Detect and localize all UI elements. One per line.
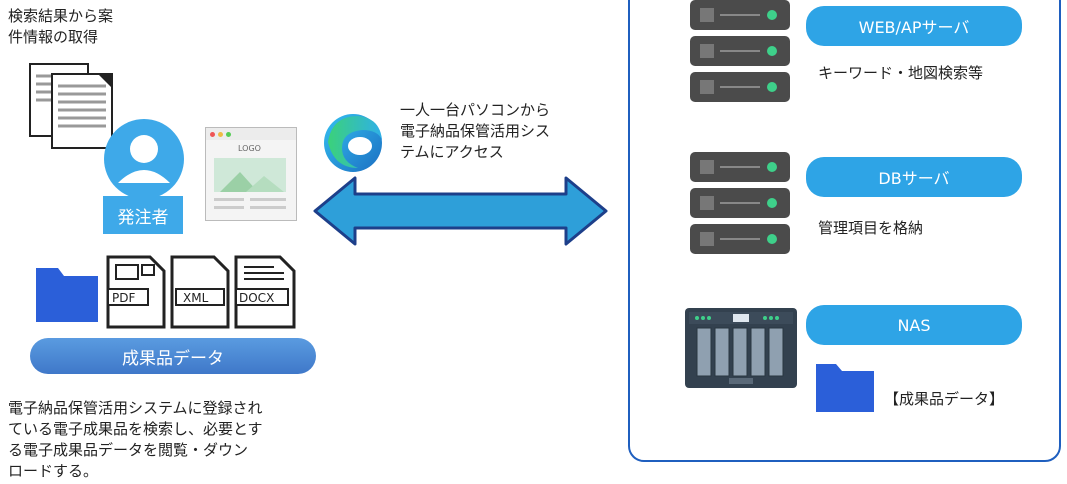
description-text: 電子納品保管活用システムに登録され ている電子成果品を検索し、必要とす る電子成…: [8, 399, 263, 480]
nas-label: NAS: [806, 305, 1022, 345]
deliverables-label: 成果品データ: [30, 338, 316, 374]
user-avatar-icon: [104, 119, 184, 199]
db-server-label: DBサーバ: [806, 157, 1022, 197]
search-note: 検索結果から案 件情報の取得: [8, 7, 114, 46]
edge-browser-icon: [324, 114, 382, 172]
xml-label: XML: [183, 291, 209, 305]
docx-label: DOCX: [239, 291, 274, 305]
docx-file-icon: DOCX: [234, 255, 296, 329]
logo-text: LOGO: [238, 144, 261, 153]
connection-note: 一人一台パソコンから 電子納品保管活用シス テムにアクセス: [400, 101, 551, 161]
nas-icon: [685, 308, 797, 388]
web-ap-server-label: WEB/APサーバ: [806, 6, 1022, 46]
db-server-caption: 管理項目を格納: [818, 219, 924, 237]
xml-file-icon: XML: [170, 255, 230, 329]
documents-icon: [29, 63, 113, 149]
folder-icon: [36, 268, 98, 322]
bidirectional-arrow: [313, 176, 608, 246]
role-label: 発注者: [103, 196, 183, 234]
web-page-icon: LOGO: [205, 127, 297, 221]
pdf-file-icon: PDF: [106, 255, 166, 329]
nas-folder-icon: [816, 364, 874, 412]
web-server-icon: [690, 0, 790, 102]
server-group-frame: [628, 0, 1061, 462]
web-ap-server-caption: キーワード・地図検索等: [818, 64, 984, 82]
nas-caption: 【成果品データ】: [884, 390, 1005, 408]
pdf-label: PDF: [112, 291, 135, 305]
db-server-icon: [690, 152, 790, 254]
